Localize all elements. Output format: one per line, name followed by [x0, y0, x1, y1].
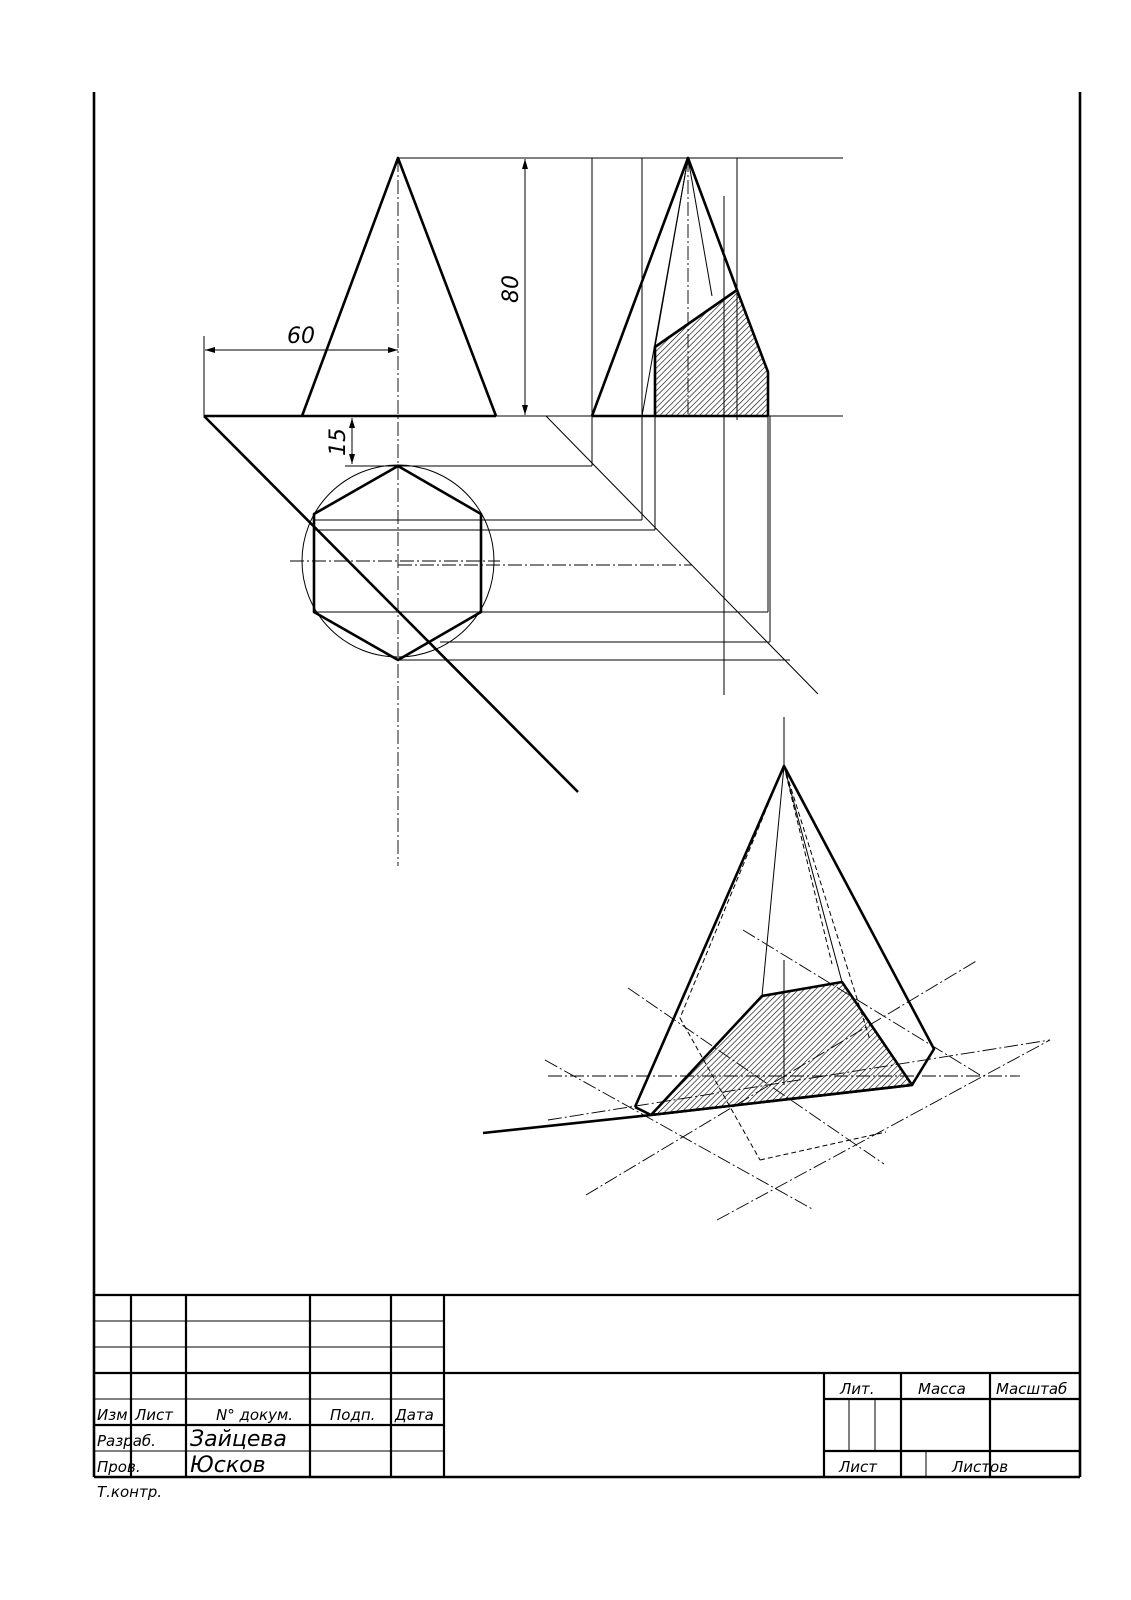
label-sheets: Листов — [951, 1458, 1008, 1476]
developer-name: Зайцева — [190, 1427, 287, 1452]
header-sign: Подп. — [330, 1406, 375, 1424]
title-block: Изм Лист N° докум. Подп. Дата Разраб. Пр… — [94, 1293, 1080, 1501]
label-mass: Масса — [918, 1380, 966, 1398]
label-sheet: Лист — [838, 1458, 878, 1476]
header-date: Дата — [394, 1406, 434, 1424]
projection-lines — [203, 158, 819, 793]
side-view — [590, 156, 770, 418]
role-developed: Разраб. — [97, 1432, 156, 1450]
role-tech-control: Т.контр. — [97, 1483, 162, 1501]
section-hatch — [655, 290, 768, 416]
dimension-width-label: 60 — [287, 324, 315, 349]
header-izm: Изм — [97, 1406, 128, 1424]
role-checked: Пров. — [97, 1458, 141, 1476]
dimensions: 60 80 15 — [203, 157, 843, 467]
dimension-height-label: 80 — [499, 275, 524, 303]
checker-name: Юсков — [190, 1453, 266, 1478]
top-view — [290, 464, 500, 662]
label-lit: Лит. — [839, 1380, 875, 1398]
isometric-view — [482, 717, 1051, 1221]
header-list: Лист — [134, 1406, 174, 1424]
sheet-frame — [92, 92, 1082, 1479]
header-doc: N° докум. — [216, 1406, 293, 1424]
dimension-offset-label: 15 — [326, 428, 351, 456]
iso-section-hatch — [651, 982, 912, 1115]
label-scale: Масштаб — [996, 1380, 1067, 1398]
